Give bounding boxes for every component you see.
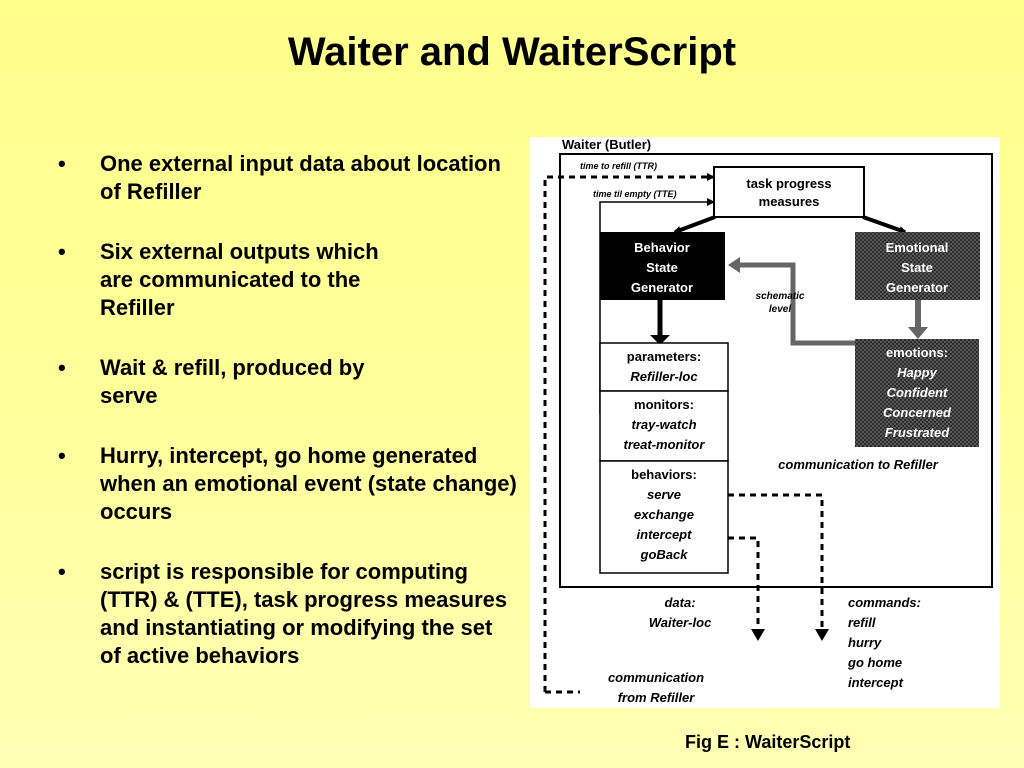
task-progress-text-1: task progress <box>746 176 831 191</box>
commands-line <box>728 493 824 629</box>
emotional-generator-box <box>855 232 980 300</box>
bullet-dot: • <box>58 239 66 264</box>
commands-arrowhead <box>815 629 829 641</box>
ttr-label: time to refill (TTR) <box>580 161 657 171</box>
schematic-path <box>738 262 855 346</box>
waiterscript-figure: Waiter (Butler) time to refill (TTR) tim… <box>530 137 1000 708</box>
behaviors-box <box>599 460 729 574</box>
emotions-item: Happy <box>897 365 938 380</box>
emotions-item: Frustrated <box>885 425 950 440</box>
emotions-item: Concerned <box>883 405 952 420</box>
task-progress-text-2: measures <box>759 194 820 209</box>
data-label-1: data: <box>664 595 695 610</box>
comm-from-label-2: from Refiller <box>618 690 696 705</box>
bullet-item: • script is responsible for computing (TT… <box>58 558 518 670</box>
commands-title: commands: <box>848 595 921 610</box>
schematic-label-1: schematic <box>756 291 805 302</box>
command-item: hurry <box>848 635 882 650</box>
task-progress-box <box>713 166 865 218</box>
command-item: intercept <box>848 675 904 690</box>
bullet-item: • Six external outputs which are communic… <box>58 238 518 322</box>
ttr-line <box>543 173 715 692</box>
bullet-list: • One external input data about location … <box>58 150 518 702</box>
tte-label: time til empty (TTE) <box>593 189 677 199</box>
bullet-item: • One external input data about location … <box>58 150 518 206</box>
schematic-arrowhead <box>728 257 740 273</box>
bullet-dot: • <box>58 151 66 176</box>
behavior-down-arrowhead <box>650 335 670 345</box>
behaviors-item: intercept <box>637 527 693 542</box>
schematic-label-2: level <box>769 304 791 315</box>
emotions-item: Confident <box>887 385 948 400</box>
waiter-frame-label: Waiter (Butler) <box>562 137 651 152</box>
behavior-generator-text-1: Behavior <box>634 240 690 255</box>
bullet-item: • Wait & refill, produced by serve <box>58 354 518 410</box>
monitors-item: treat-monitor <box>624 437 706 452</box>
bullet-text: Hurry, intercept, go home generated when… <box>100 443 517 524</box>
slide-title: Waiter and WaiterScript <box>287 30 737 74</box>
emotions-title: emotions: <box>886 345 948 360</box>
bullet-text: Six external outputs which are communica… <box>100 239 379 320</box>
waiter-frame <box>559 153 993 588</box>
behaviors-item: exchange <box>634 507 694 522</box>
behavior-generator-text-3: Generator <box>631 280 693 295</box>
bullet-text: One external input data about location o… <box>100 151 501 204</box>
monitors-item: tray-watch <box>631 417 696 432</box>
parameters-title: parameters: <box>627 349 701 364</box>
parameters-box <box>599 342 729 392</box>
emotional-generator-text-2: State <box>901 260 933 275</box>
behaviors-item: serve <box>647 487 681 502</box>
behavior-generator-box <box>600 232 725 300</box>
monitors-title: monitors: <box>634 397 694 412</box>
bullet-dot: • <box>58 355 66 380</box>
bullet-item: • Hurry, intercept, go home generated wh… <box>58 442 518 526</box>
command-item: go home <box>847 655 902 670</box>
waiterscript-diagram: Waiter (Butler) time to refill (TTR) tim… <box>543 137 993 705</box>
arrow-to-behavior <box>673 215 716 234</box>
emotional-down-arrowhead <box>908 327 928 339</box>
bullet-text: Wait & refill, produced by serve <box>100 355 365 408</box>
emotions-box <box>855 339 979 447</box>
arrow-to-emotional <box>862 215 907 234</box>
data-arrowhead <box>751 629 765 641</box>
bullet-dot: • <box>58 443 66 468</box>
emotional-generator-text-1: Emotional <box>886 240 949 255</box>
data-line <box>728 536 760 629</box>
figure-caption: Fig E : WaiterScript <box>685 732 851 752</box>
emotional-generator-text-3: Generator <box>886 280 948 295</box>
bullet-dot: • <box>58 559 66 584</box>
comm-from-label-1: communication <box>608 670 704 685</box>
behaviors-item: goBack <box>640 547 689 562</box>
bullet-text: script is responsible for computing (TTR… <box>100 559 508 668</box>
behaviors-title: behaviors: <box>631 467 697 482</box>
comm-to-refiller-label: communication to Refiller <box>778 457 939 472</box>
data-label-2: Waiter-loc <box>649 615 712 630</box>
parameters-item: Refiller-loc <box>630 369 698 384</box>
behavior-generator-text-2: State <box>646 260 678 275</box>
command-item: refill <box>848 615 876 630</box>
